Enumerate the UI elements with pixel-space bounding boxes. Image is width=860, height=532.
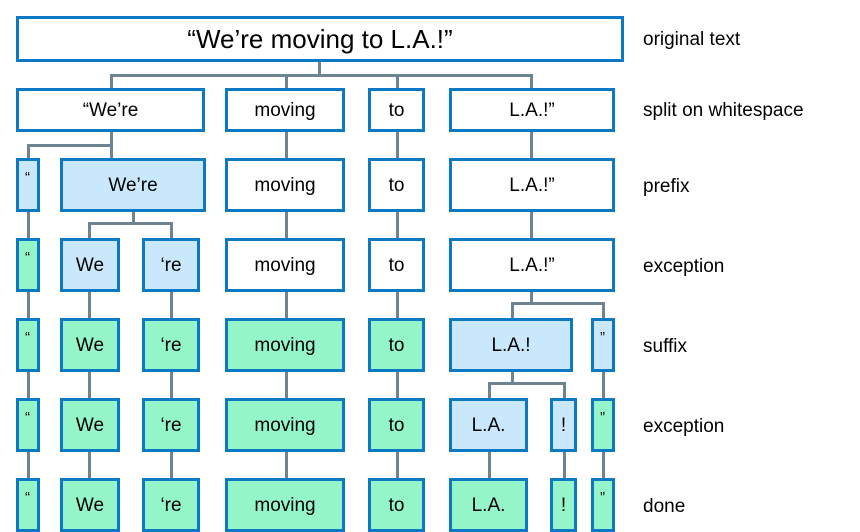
connector-straight-r5-re	[170, 372, 173, 398]
token-box-prefix-to: to	[368, 158, 425, 212]
stage-label-exception-1: exception	[643, 256, 725, 277]
token-box-suffix-laexcl: L.A.!	[449, 318, 573, 372]
token-box-exception2-moving: moving	[225, 398, 345, 452]
connector-drop-r4-laexcl	[511, 302, 514, 318]
connector-straight-r2-c3	[396, 132, 399, 158]
connector-straight-r5-quote	[27, 372, 30, 398]
token-box-original-text: “We’re moving to L.A.!”	[16, 16, 624, 62]
token-box-suffix-we: We	[60, 318, 120, 372]
token-box-exception1-moving: moving	[225, 238, 345, 292]
connector-straight-r3-to	[396, 212, 399, 238]
connector-drop-r5-excl	[563, 382, 566, 398]
connector-trunk-r5-laexcl	[511, 372, 514, 382]
stage-label-exception-2: exception	[643, 416, 725, 437]
connector-straight-r5-to	[396, 372, 399, 398]
connector-bar-r3-were	[88, 222, 173, 225]
connector-drop-r1-c3	[396, 74, 399, 88]
connector-straight-r2-c2	[285, 132, 288, 158]
token-box-exception2-to: to	[368, 398, 425, 452]
token-box-prefix-moving: moving	[225, 158, 345, 212]
token-box-suffix-closequote: ”	[591, 318, 615, 372]
token-box-done-to: to	[368, 478, 425, 532]
token-box-split-2: moving	[225, 88, 345, 132]
connector-bar-row1	[110, 74, 530, 77]
connector-drop-r5-la	[488, 382, 491, 398]
connector-straight-r6-closequote	[602, 452, 605, 478]
token-box-exception1-we: We	[60, 238, 120, 292]
token-box-exception2-closequote: ”	[591, 398, 615, 452]
connector-drop-r3-we	[88, 222, 91, 238]
connector-straight-r4-quote	[27, 292, 30, 318]
token-box-exception1-la: L.A.!”	[449, 238, 615, 292]
token-box-exception2-excl: !	[550, 398, 577, 452]
token-box-exception1-openquote: “	[16, 238, 40, 292]
connector-straight-r6-quote	[27, 452, 30, 478]
connector-trunk-r3-were	[132, 212, 135, 222]
token-box-prefix-were: We’re	[60, 158, 206, 212]
token-box-prefix-openquote: “	[16, 158, 40, 212]
connector-drop-r1-c2	[285, 74, 288, 88]
connector-straight-r6-we	[88, 452, 91, 478]
connector-straight-r4-to	[396, 292, 399, 318]
connector-trunk-r4-la	[530, 292, 533, 302]
stage-label-prefix: prefix	[643, 176, 690, 197]
token-box-suffix-moving: moving	[225, 318, 345, 372]
connector-straight-r5-moving	[285, 372, 288, 398]
token-box-split-1: “We’re	[16, 88, 205, 132]
token-box-exception1-re: ‘re	[142, 238, 200, 292]
connector-straight-r6-excl	[563, 452, 566, 478]
connector-drop-r1-c4	[530, 74, 533, 88]
token-box-split-3: to	[368, 88, 425, 132]
connector-drop-r2-stem	[110, 144, 113, 158]
connector-straight-r4-re	[170, 292, 173, 318]
connector-bar-r2-c1	[27, 144, 113, 147]
connector-straight-r5-closequote	[602, 372, 605, 398]
stage-label-done: done	[643, 496, 686, 517]
token-box-suffix-openquote: “	[16, 318, 40, 372]
token-box-exception1-to: to	[368, 238, 425, 292]
token-box-suffix-re: ‘re	[142, 318, 200, 372]
token-box-done-we: We	[60, 478, 120, 532]
connector-straight-r2-c4	[530, 132, 533, 158]
stage-label-split-on-whitespace: split on whitespace	[643, 100, 804, 121]
token-box-done-closequote: ”	[591, 478, 615, 532]
token-box-done-re: ‘re	[142, 478, 200, 532]
connector-bar-r4-la	[511, 302, 605, 305]
connector-trunk-row1	[318, 62, 321, 74]
connector-straight-r3-moving	[285, 212, 288, 238]
connector-straight-r6-re	[170, 452, 173, 478]
connector-bar-r5-laexcl	[488, 382, 566, 385]
token-box-exception2-la: L.A.	[449, 398, 528, 452]
connector-straight-r4-we	[88, 292, 91, 318]
connector-straight-r3-quote	[27, 212, 30, 238]
token-box-split-4: L.A.!”	[449, 88, 615, 132]
connector-drop-r3-re	[170, 222, 173, 238]
connector-straight-r6-moving	[285, 452, 288, 478]
token-box-exception2-we: We	[60, 398, 120, 452]
token-box-exception2-openquote: “	[16, 398, 40, 452]
token-box-prefix-la: L.A.!”	[449, 158, 615, 212]
stage-label-suffix: suffix	[643, 336, 688, 357]
token-box-done-excl: !	[550, 478, 577, 532]
token-box-exception2-re: ‘re	[142, 398, 200, 452]
connector-straight-r4-moving	[285, 292, 288, 318]
connector-drop-r4-closequote	[602, 302, 605, 318]
connector-straight-r6-to	[396, 452, 399, 478]
connector-straight-r6-la	[488, 452, 491, 478]
connector-straight-r3-la	[530, 212, 533, 238]
connector-drop-r1-c1	[110, 74, 113, 88]
stage-label-original-text: original text	[643, 29, 741, 50]
connector-drop-r2-prefix	[27, 144, 30, 158]
token-box-done-la: L.A.	[449, 478, 528, 532]
token-box-done-moving: moving	[225, 478, 345, 532]
connector-trunk-r2-c1	[110, 132, 113, 144]
connector-straight-r5-we	[88, 372, 91, 398]
tokenization-diagram: “We’re moving to L.A.!” “We’re moving to…	[16, 16, 804, 532]
token-box-done-openquote: “	[16, 478, 40, 532]
token-box-suffix-to: to	[368, 318, 425, 372]
